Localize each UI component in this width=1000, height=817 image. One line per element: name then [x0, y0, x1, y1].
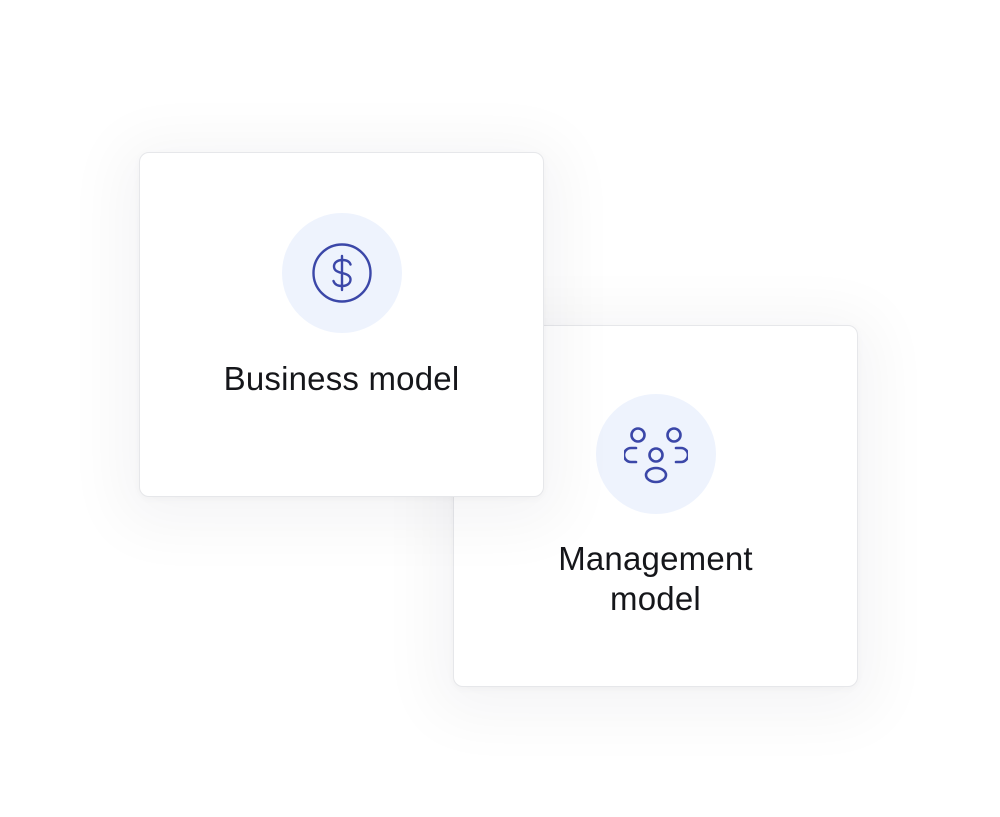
icon-badge [281, 213, 402, 333]
dollar-circle-icon [310, 241, 374, 305]
people-group-icon [623, 422, 688, 486]
card-title: Business model [223, 360, 460, 397]
card-title: Management model [558, 540, 753, 617]
business-model-card[interactable]: Business model [139, 152, 544, 497]
icon-badge [595, 394, 716, 514]
